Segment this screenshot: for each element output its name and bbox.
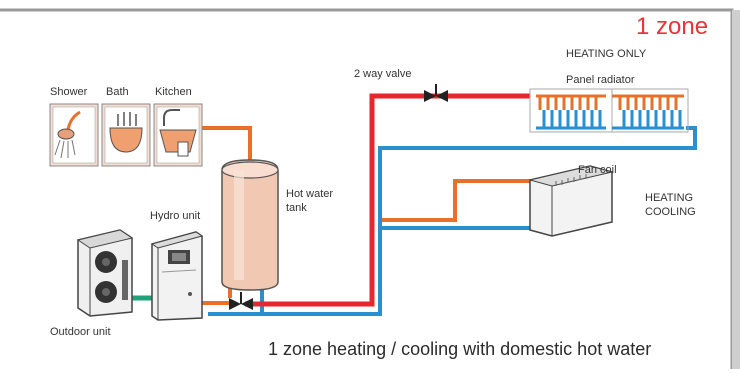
hot-water-label: Hot water <box>286 188 334 200</box>
tank-label: tank <box>286 202 307 214</box>
hydro-unit-label: Hydro unit <box>150 210 201 222</box>
two-way-valve-label: 2 way valve <box>354 68 412 80</box>
frame-shadow <box>732 10 740 369</box>
fan-coil-label: Fan coil <box>578 164 617 176</box>
fan-coil <box>529 165 613 237</box>
shower-icon <box>49 103 99 167</box>
cooling-label: COOLING <box>645 206 696 218</box>
flow-pipe-main <box>245 93 530 307</box>
fancoil-supply-pipe <box>378 179 530 222</box>
return-pipe-main <box>208 126 697 316</box>
panel-radiator-right <box>611 88 689 133</box>
heating-label: HEATING <box>645 192 694 204</box>
kitchen-sink-icon <box>153 103 203 167</box>
outdoor-unit-label: Outdoor unit <box>50 326 111 338</box>
hydro-unit <box>150 231 204 321</box>
shower-label: Shower <box>50 86 88 98</box>
diagram-caption: 1 zone heating / cooling with domestic h… <box>268 339 652 359</box>
heating-only-label: HEATING ONLY <box>566 48 647 60</box>
two-way-valve <box>424 84 448 102</box>
hot-water-tank <box>221 159 279 291</box>
zone-title: 1 zone <box>636 13 709 40</box>
kitchen-label: Kitchen <box>155 86 192 98</box>
panel-radiator-label: Panel radiator <box>566 74 635 86</box>
bath-icon <box>101 103 151 167</box>
outdoor-unit <box>76 229 134 317</box>
panel-radiator-left <box>529 88 613 133</box>
three-way-valve <box>229 292 253 310</box>
bath-label: Bath <box>106 86 129 98</box>
